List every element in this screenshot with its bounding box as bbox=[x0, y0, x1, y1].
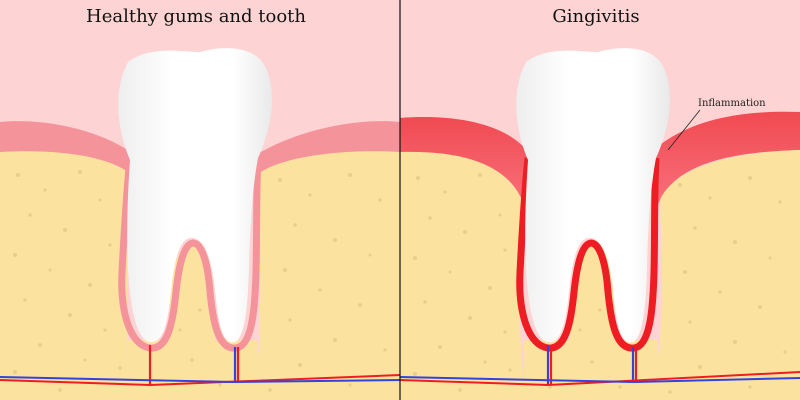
inflammation-leader-line bbox=[667, 109, 701, 151]
healthy-panel: Healthy gums and tooth bbox=[0, 0, 401, 400]
gingivitis-blood-vessels bbox=[399, 345, 800, 387]
bone-texture bbox=[413, 173, 787, 394]
gingivitis-panel: Inflammation Gingivitis bbox=[399, 0, 800, 400]
inflammation-label: Inflammation bbox=[698, 98, 766, 109]
gingivitis-panel-title: Gingivitis bbox=[552, 6, 639, 27]
bone-left bbox=[400, 151, 524, 400]
healthy-panel-title: Healthy gums and tooth bbox=[86, 6, 306, 27]
inflamed-gum-right bbox=[656, 111, 800, 205]
bone-right bbox=[256, 151, 400, 400]
healthy-blood-vessels bbox=[0, 345, 401, 387]
bone-left bbox=[0, 151, 132, 400]
bone-right bbox=[656, 150, 800, 400]
